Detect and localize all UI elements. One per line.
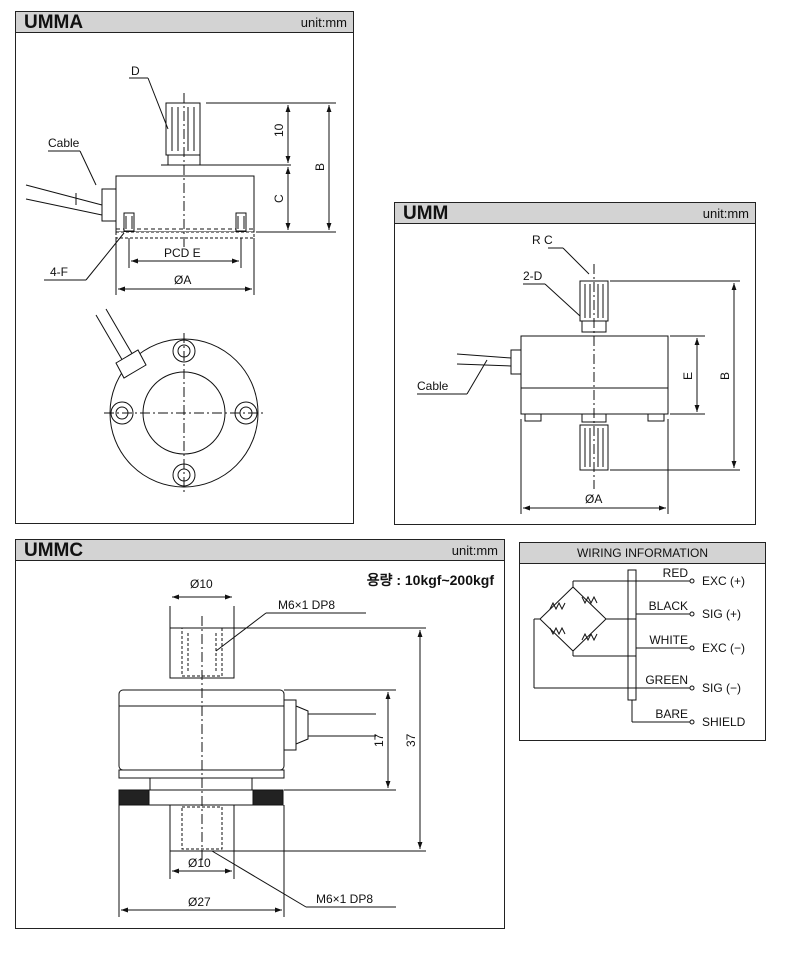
umma-drawing: D Cable 10 C B PCD E 4-F ØA (25, 64, 336, 493)
ummc-label-thread-top: M6×1 DP8 (278, 598, 335, 612)
umma-label-b: B (313, 163, 327, 171)
ummc-label-dia10-top: Ø10 (190, 577, 213, 591)
ummc-label-thread-bottom: M6×1 DP8 (316, 892, 373, 906)
umma-title: UMMA (24, 12, 84, 33)
wiring-panel: WIRING INFORMATION (519, 542, 766, 741)
cable-bundle (627, 569, 637, 701)
wire-green-signal: SIG (−) (702, 681, 741, 695)
umm-panel: UMM unit:mm (394, 202, 756, 525)
ummc-label-dia27: Ø27 (188, 895, 211, 909)
umma-top-bolt (165, 102, 201, 156)
ummc-title: UMMC (24, 540, 84, 561)
ummc-unit: unit:mm (451, 543, 498, 558)
umm-label-rc: R C (532, 233, 553, 247)
umma-body (115, 175, 255, 233)
umma-label-pcd-e: PCD E (164, 246, 201, 260)
wire-bare-color: BARE (655, 707, 688, 721)
umm-label-b: B (718, 372, 732, 380)
umma-label-c: C (272, 194, 286, 203)
wire-red-color: RED (663, 566, 689, 580)
wire-bare-signal: SHIELD (702, 715, 746, 729)
umma-unit: unit:mm (300, 15, 347, 30)
umma-label-cable: Cable (48, 136, 80, 150)
wire-black-signal: SIG (+) (702, 607, 741, 621)
ummc-capacity: 용량 : 10kgf~200kgf (367, 572, 495, 588)
ummc-cable-gland (283, 699, 297, 751)
umm-label-2d: 2-D (523, 269, 543, 283)
umma-header: UMMA unit:mm (16, 12, 353, 33)
wire-white-signal: EXC (−) (702, 641, 745, 655)
umma-label-10: 10 (272, 123, 286, 137)
umm-unit: unit:mm (702, 206, 749, 221)
ummc-label-37: 37 (404, 733, 418, 747)
umm-label-cable: Cable (417, 379, 449, 393)
umm-label-e: E (681, 372, 695, 380)
wire-red-signal: EXC (+) (702, 574, 745, 588)
ummc-drawing: 용량 : 10kgf~200kgf Ø10 M6×1 DP8 17 37 Ø10… (118, 572, 495, 917)
ummc-panel: UMMC unit:mm (15, 539, 505, 929)
ummc-header: UMMC unit:mm (16, 540, 504, 561)
umma-panel: UMMA unit:mm (15, 11, 354, 524)
umma-label-d: D (131, 64, 140, 78)
wire-green-color: GREEN (645, 673, 688, 687)
umm-header: UMM unit:mm (395, 203, 755, 224)
wiring-header: WIRING INFORMATION (520, 543, 765, 564)
wheatstone-bridge (539, 586, 607, 652)
wire-white-color: WHITE (649, 633, 688, 647)
umma-label-dia-a: ØA (174, 273, 191, 287)
wiring-diagram: RED EXC (+) BLACK SIG (+) WHITE EXC (−) … (533, 566, 746, 729)
umma-label-4f: 4-F (50, 265, 68, 279)
umm-title: UMM (403, 203, 449, 224)
umma-cable-gland (101, 188, 117, 222)
ummc-label-dia10-bottom: Ø10 (188, 856, 211, 870)
wire-black-color: BLACK (649, 599, 688, 613)
umm-label-dia-a: ØA (585, 492, 602, 506)
ummc-ring-left (118, 789, 150, 806)
ummc-label-17: 17 (372, 733, 386, 747)
umm-drawing: R C 2-D Cable E B ØA (417, 233, 740, 514)
umm-cable-gland (510, 349, 522, 375)
wiring-title: WIRING INFORMATION (576, 546, 709, 560)
ummc-ring-right (252, 789, 284, 806)
